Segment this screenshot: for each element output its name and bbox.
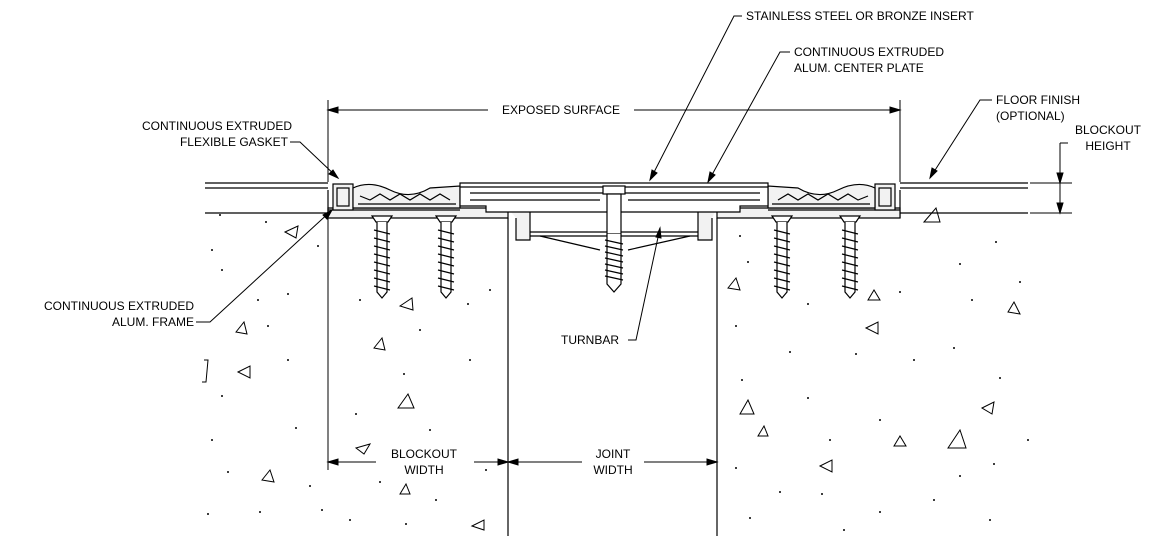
blockout-height-label-line1: BLOCKOUT (1075, 123, 1142, 137)
frame-label-line1: CONTINUOUS EXTRUDED (44, 299, 194, 313)
center-screw (602, 185, 626, 293)
leader-lines (196, 15, 992, 341)
exposed-surface-label: EXPOSED SURFACE (502, 103, 620, 117)
anchor-screw-4 (838, 215, 862, 299)
blockout-width-label-line1: BLOCKOUT (391, 447, 458, 461)
concrete-substrate (205, 190, 1028, 536)
insert-label: STAINLESS STEEL OR BRONZE INSERT (746, 9, 975, 23)
center-plate-label-line2: ALUM. CENTER PLATE (794, 61, 924, 75)
floor-finish-label-line2: (OPTIONAL) (996, 109, 1065, 123)
floor-finish-label-line1: FLOOR FINISH (996, 93, 1080, 107)
aluminum-frame-left (327, 207, 531, 241)
anchor-screw-2 (434, 215, 458, 299)
anchor-screw-1 (370, 215, 394, 299)
anchor-screw-3 (770, 215, 794, 299)
anchor-screws (370, 215, 862, 299)
dimension-lines (326, 100, 1072, 470)
blockout-width-label-line2: WIDTH (404, 463, 443, 477)
gasket-label-line2: FLEXIBLE GASKET (180, 135, 289, 149)
blockout-height-label-line2: HEIGHT (1085, 139, 1131, 153)
frame-label-line2: ALUM. FRAME (112, 315, 194, 329)
concrete-dots (207, 214, 1029, 531)
turnbar-label: TURNBAR (561, 333, 619, 347)
floor-finish (205, 182, 1028, 189)
labels: STAINLESS STEEL OR BRONZE INSERT CONTINU… (44, 9, 1142, 477)
concrete-aggregate-hatch (202, 206, 1021, 531)
flexible-gasket-right (767, 183, 896, 211)
center-plate-label-line1: CONTINUOUS EXTRUDED (794, 45, 944, 59)
aluminum-frame-right (697, 207, 901, 241)
gasket-label-line1: CONTINUOUS EXTRUDED (142, 119, 292, 133)
joint-width-label-line1: JOINT (596, 447, 631, 461)
flexible-gasket-left (332, 183, 461, 211)
joint-width-label-line2: WIDTH (593, 463, 632, 477)
